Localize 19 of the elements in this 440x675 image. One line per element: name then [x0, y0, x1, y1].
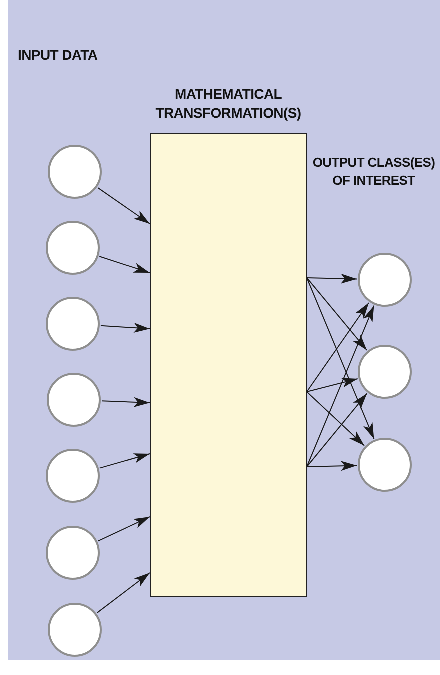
arrow [306, 393, 368, 468]
arrow [306, 278, 375, 440]
arrow [96, 572, 150, 614]
arrow [306, 461, 358, 472]
box-heading: MATHEMATICAL TRANSFORMATION(S) [154, 85, 302, 123]
arrow [100, 322, 150, 333]
arrow [99, 256, 150, 274]
arrow [98, 516, 150, 542]
arrow [306, 392, 366, 446]
label-text: INPUT DATA [18, 46, 99, 65]
arrow [306, 274, 358, 284]
arrow [306, 305, 375, 468]
arrow [306, 302, 370, 392]
arrow [101, 397, 150, 408]
arrow [99, 454, 150, 469]
arrow [306, 278, 368, 351]
label-text: OUTPUT CLASS(ES) OF INTEREST [312, 154, 436, 190]
arrow [98, 187, 150, 224]
arrow [306, 378, 358, 392]
